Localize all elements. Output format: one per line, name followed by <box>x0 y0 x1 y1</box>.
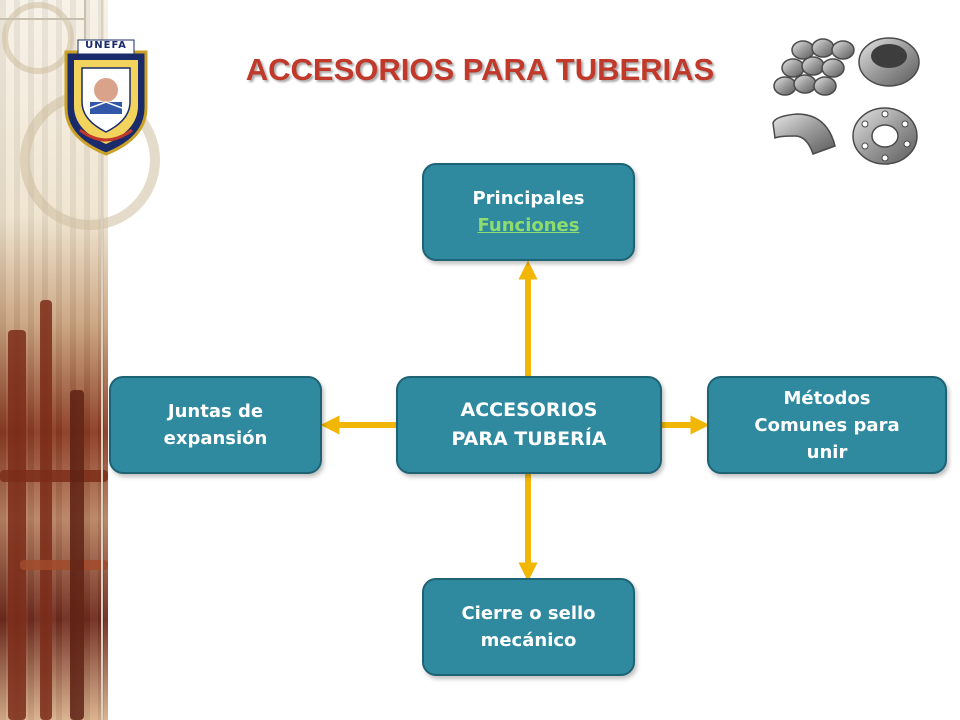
corner-line <box>84 0 86 40</box>
left-node: Juntas de expansión <box>109 376 322 474</box>
page-title: ACCESORIOS PARA TUBERIAS <box>245 52 715 87</box>
left-node-line1: Juntas de <box>167 401 264 422</box>
university-logo: UNEFA <box>60 38 152 156</box>
top-node-label: Principales <box>472 188 585 209</box>
top-node: Principales Funciones <box>422 163 635 261</box>
pipe-fittings-icon <box>772 37 920 165</box>
pipe-shape <box>20 560 108 570</box>
right-node-line3: unir <box>806 441 848 463</box>
center-node-line2: PARA TUBERÍA <box>451 428 607 450</box>
center-node: ACCESORIOS PARA TUBERÍA <box>396 376 662 474</box>
center-node-line1: ACCESORIOS <box>460 399 598 421</box>
right-node: Métodos Comunes para unir <box>707 376 947 474</box>
pipe-shape <box>70 390 84 720</box>
bottom-node-line2: mecánico <box>480 630 577 651</box>
left-node-line2: expansión <box>163 428 268 449</box>
pipe-shape <box>8 330 26 720</box>
corner-line <box>0 18 85 20</box>
bottom-node-line1: Cierre o sello <box>461 603 596 624</box>
pipe-shape <box>0 470 108 482</box>
pipe-shape <box>40 300 52 720</box>
divider-line <box>101 0 103 720</box>
pipe-fittings-image <box>765 28 925 173</box>
funciones-link[interactable]: Funciones <box>477 215 580 236</box>
decorative-ring <box>2 2 74 74</box>
right-node-line2: Comunes para <box>754 414 900 436</box>
logo-text: UNEFA <box>85 40 127 51</box>
right-node-line1: Métodos <box>783 387 871 409</box>
bottom-node: Cierre o sello mecánico <box>422 578 635 676</box>
university-crest-icon <box>64 39 148 156</box>
